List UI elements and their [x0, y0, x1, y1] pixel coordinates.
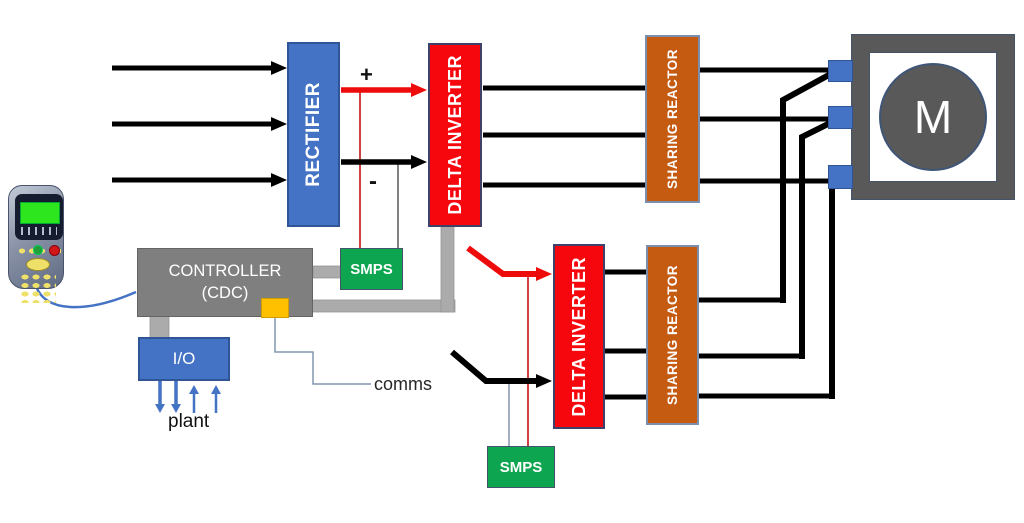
controller-label-line2: (CDC) — [201, 283, 249, 302]
ac-input-arrows — [112, 61, 287, 187]
comms-port — [261, 298, 289, 318]
phase-wires — [483, 67, 840, 400]
programmer-body — [8, 185, 64, 303]
dc-minus-label: - — [369, 168, 377, 195]
smps-bottom-label: SMPS — [499, 458, 543, 476]
plant-label: plant — [168, 411, 210, 432]
motor-terminal-2 — [828, 106, 853, 129]
motor-block: M — [851, 34, 1015, 200]
sharing-reactor-1-block: SHARING REACTOR — [645, 35, 700, 203]
programmer-green-button — [33, 245, 43, 255]
dc-minus-switch-arrow — [450, 349, 552, 388]
delta-inverter-1-label: DELTA INVERTER — [444, 55, 465, 215]
delta-inverter-2-block: DELTA INVERTER — [553, 244, 605, 429]
handheld-programmer-device — [6, 183, 66, 303]
comms-line — [274, 316, 371, 385]
controller-smps-link — [312, 265, 342, 279]
gray-bus-bars — [149, 221, 456, 339]
sharing-reactor-1-label: SHARING REACTOR — [665, 48, 680, 189]
controller-inverter-bus-vertical — [440, 221, 455, 313]
delta-inverter-1-block: DELTA INVERTER — [428, 43, 482, 227]
io-label: I/O — [172, 349, 196, 368]
sharing-reactor-2-block: SHARING REACTOR — [646, 245, 699, 425]
programmer-keypad — [20, 273, 56, 303]
comms-label: comms — [374, 374, 432, 394]
plant-io-arrows — [155, 381, 221, 413]
motor-terminal-1 — [828, 60, 853, 82]
programmer-softkey-row — [21, 227, 57, 235]
motor-circle: M — [879, 63, 987, 171]
programmer-screen-bezel — [15, 194, 63, 240]
motor-terminal-3 — [828, 165, 853, 189]
smps-top-block: SMPS — [340, 248, 403, 290]
motor-label: M — [913, 91, 953, 143]
controller-label-line1: CONTROLLER — [168, 262, 282, 281]
sharing-reactor-2-label: SHARING REACTOR — [665, 264, 680, 405]
rectifier-block: RECTIFIER — [287, 42, 340, 227]
programmer-lcd-screen — [20, 202, 60, 224]
controller-inverter-bus-horizontal — [304, 299, 456, 313]
dc-plus-switch-arrow — [466, 245, 552, 281]
dc-plus-label: + — [360, 62, 373, 87]
programmer-red-button — [49, 245, 60, 256]
smps-top-label: SMPS — [350, 260, 393, 278]
rectifier-label: RECTIFIER — [302, 82, 324, 187]
smps-bottom-block: SMPS — [487, 446, 555, 488]
io-block: I/O — [138, 337, 230, 381]
smps-feed-lines — [359, 92, 529, 448]
motor-inner-frame: M — [869, 52, 997, 182]
motor-riser-wires — [780, 67, 840, 399]
programmer-dpad — [26, 258, 50, 271]
controller-io-link — [149, 314, 170, 339]
delta-inverter-2-label: DELTA INVERTER — [568, 256, 589, 417]
